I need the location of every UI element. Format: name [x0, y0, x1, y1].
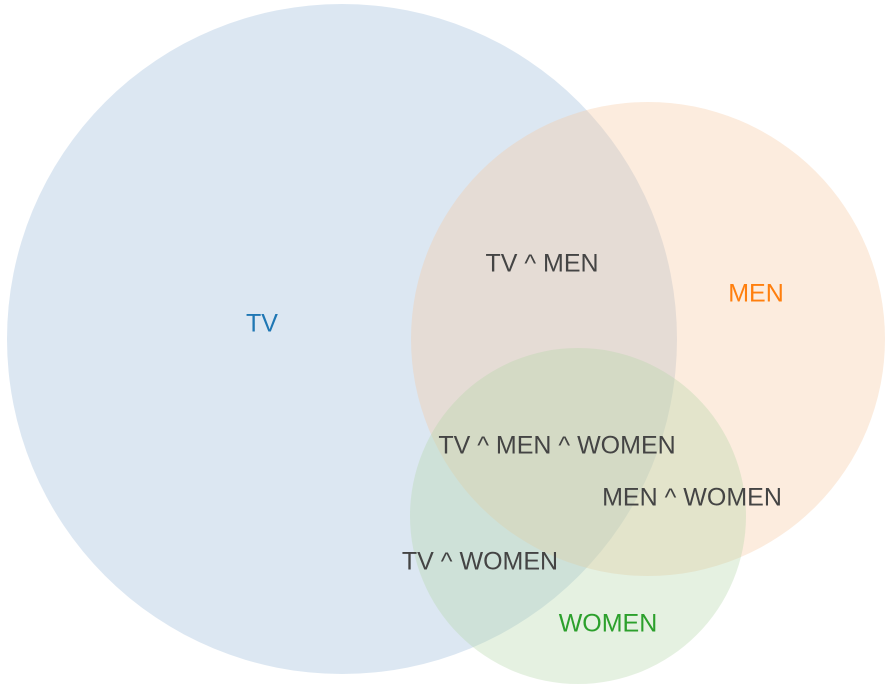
men-label: MEN [728, 280, 784, 308]
tv-label: TV [246, 310, 278, 338]
tv-women-intersection-label: TV ^ WOMEN [402, 548, 558, 576]
men-women-intersection-label: MEN ^ WOMEN [602, 484, 782, 512]
women-circle [410, 348, 746, 684]
tv-men-intersection-label: TV ^ MEN [485, 250, 598, 278]
tv-men-women-intersection-label: TV ^ MEN ^ WOMEN [438, 432, 675, 460]
tv-circle [7, 4, 677, 674]
women-label: WOMEN [559, 610, 658, 638]
men-circle [411, 102, 885, 576]
